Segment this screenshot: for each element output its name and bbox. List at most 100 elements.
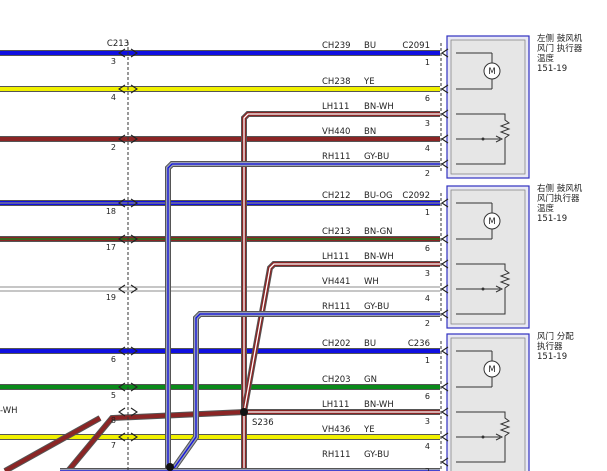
potentiometer-icon xyxy=(456,411,511,463)
left-pin-number: 6 xyxy=(111,355,116,364)
module-pin-arrow-icon xyxy=(441,407,449,417)
left-pin-number: 4 xyxy=(111,93,116,102)
wire-rh111-1-outline xyxy=(165,161,440,471)
wire-color-label: BU xyxy=(364,41,376,51)
module-connector-id: C236 xyxy=(408,339,430,349)
left-pin-arrow-icon xyxy=(118,198,126,208)
module-pin-arrow-icon xyxy=(441,309,449,319)
module-pin-arrow-icon xyxy=(441,48,449,58)
wire-rh111-2-outline xyxy=(169,311,440,471)
wire-circuit-label: CH212 xyxy=(322,191,351,201)
module-pin-arrow-icon xyxy=(441,234,449,244)
module-pin-number: 3 xyxy=(425,119,430,128)
module-pin-number: 4 xyxy=(425,442,430,451)
wire-rh111-1 xyxy=(166,162,440,471)
wire-rh111-2 xyxy=(170,312,440,471)
module-description: 151-19 xyxy=(537,352,567,362)
module-description: 右侧 鼓风机 xyxy=(537,183,583,194)
module-connector-id: C2092 xyxy=(402,191,430,201)
module-pin-arrow-icon xyxy=(441,382,449,392)
left-pin-number: 3 xyxy=(111,57,116,66)
wiper-arrow-icon xyxy=(495,433,504,441)
left-pin-arrow-icon xyxy=(130,234,138,244)
wire-color-label: BN-WH xyxy=(364,252,394,262)
left-pin-arrow-icon xyxy=(118,432,126,442)
module-pin-arrow-icon xyxy=(441,198,449,208)
left-pin-arrow-icon xyxy=(118,234,126,244)
wire-color-label: WH xyxy=(364,277,379,287)
module-pin-arrow-icon xyxy=(441,159,449,169)
left-pin-number: 18 xyxy=(106,207,116,216)
motor-icon-label: M xyxy=(488,365,495,375)
module-pin-arrow-icon xyxy=(441,432,449,442)
left-pin-arrow-icon xyxy=(130,84,138,94)
module-pin-number: 1 xyxy=(425,208,430,217)
wire-color-label: BN-GN xyxy=(364,227,393,237)
left-pin-arrow-icon xyxy=(130,382,138,392)
wire-circuit-label: CH238 xyxy=(322,77,351,87)
left-pin-number: 2 xyxy=(111,143,116,152)
left-pin-arrow-icon xyxy=(130,346,138,356)
potentiometer-icon xyxy=(456,113,511,165)
wire-lh111-1-stripe xyxy=(243,113,440,471)
left-pin-arrow-icon xyxy=(130,432,138,442)
module-pin-number: 4 xyxy=(425,144,430,153)
wire-circuit-label: VH436 xyxy=(322,425,350,435)
wire-color-label: GY-BU xyxy=(364,302,389,312)
wiper-dot xyxy=(481,435,485,439)
module-pin-number: 1 xyxy=(425,58,430,67)
module-inner xyxy=(450,39,526,175)
module-pin-number: 3 xyxy=(425,417,430,426)
wiper-arrow-icon xyxy=(495,285,504,293)
module-pin-arrow-icon xyxy=(441,259,449,269)
left-pin-arrow-icon xyxy=(118,346,126,356)
wire-color-label: BU-OG xyxy=(364,191,393,201)
module-description: 151-19 xyxy=(537,64,567,74)
module-pin-arrow-icon xyxy=(441,84,449,94)
wire-bn-left-2 xyxy=(4,416,101,471)
partial-wire-label: -WH xyxy=(0,406,18,416)
module-inner xyxy=(450,337,526,471)
wire-circuit-label: LH111 xyxy=(322,102,349,112)
wire-circuit-label: CH239 xyxy=(322,41,351,51)
wiper-arrow-icon xyxy=(495,135,504,143)
wire-color-label: BU xyxy=(364,339,376,349)
left-pin-number: 19 xyxy=(106,293,116,302)
left-pin-arrow-icon xyxy=(118,382,126,392)
wire-color-label: BN-WH xyxy=(364,102,394,112)
wire-circuit-label: RH111 xyxy=(322,450,351,460)
splice-label: S236 xyxy=(252,418,274,428)
module-description: 风门 执行器 xyxy=(537,43,583,54)
wire-circuit-label: CH203 xyxy=(322,375,351,385)
wire-circuit-label: LH111 xyxy=(322,400,349,410)
left-pin-arrow-icon xyxy=(130,48,138,58)
left-pin-arrow-icon xyxy=(130,284,138,294)
left-pin-arrow-icon xyxy=(130,198,138,208)
module-pin-arrow-icon xyxy=(441,346,449,356)
left-pin-arrow-icon xyxy=(118,84,126,94)
module-description: 风门 分配 xyxy=(537,331,574,342)
wire-bn-left xyxy=(66,410,246,471)
module-description: 温度 xyxy=(537,203,555,214)
splice-dot xyxy=(240,408,248,416)
left-pin-arrow-icon xyxy=(130,407,138,417)
module-inner xyxy=(450,189,526,325)
left-pin-arrow-icon xyxy=(118,284,126,294)
module-description: 风门执行器 xyxy=(537,193,580,204)
module-description: 左侧 鼓风机 xyxy=(537,33,583,44)
wire-color-label: GY-BU xyxy=(364,152,389,162)
wire-circuit-label: VH441 xyxy=(322,277,350,287)
splice-dot xyxy=(166,463,174,471)
wire-color-label: YE xyxy=(363,425,375,435)
module-pin-number: 6 xyxy=(425,392,430,401)
left-pin-number: 5 xyxy=(111,391,116,400)
module-pin-number: 1 xyxy=(425,356,430,365)
left-pin-arrow-icon xyxy=(118,134,126,144)
left-connector-id: C213 xyxy=(107,39,129,49)
module-connector-id: C2091 xyxy=(402,41,430,51)
module-pin-number: 2 xyxy=(425,467,430,471)
wire-color-label: BN-WH xyxy=(364,400,394,410)
wire-color-label: GY-BU xyxy=(364,450,389,460)
